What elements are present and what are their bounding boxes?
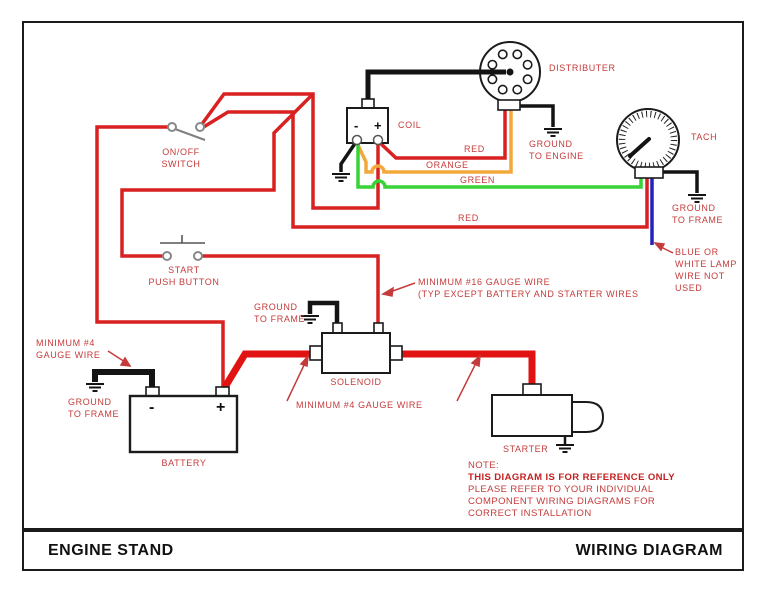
tach-tick-marks <box>618 110 678 170</box>
arrow-icon <box>299 353 309 368</box>
label-wire-green: GREEN <box>460 175 496 185</box>
label-battery: BATTERY <box>161 458 207 468</box>
arrow-icon <box>381 286 394 297</box>
orange-wire-coil-to-distributor <box>355 108 513 174</box>
solenoid-terminal-right <box>373 322 384 334</box>
label-wire-orange: ORANGE <box>426 160 469 170</box>
label-starter: STARTER <box>503 444 549 454</box>
label-distributor: DISTRIBUTER <box>549 63 616 73</box>
black-wire-ground-to-engine <box>519 104 555 127</box>
distributor-plug-holes <box>487 49 533 95</box>
coil-minus-sign: - <box>354 118 359 133</box>
ground-icon <box>331 173 351 182</box>
starter-nose <box>571 401 605 433</box>
label-solenoid: SOLENOID <box>330 377 382 387</box>
black-wire-coil-ground <box>339 141 358 172</box>
note-line-bold: THIS DIAGRAM IS FOR REFERENCE ONLY <box>468 472 675 483</box>
switch-blade <box>174 128 206 141</box>
diagram-border <box>22 21 744 530</box>
arrow-icon <box>470 354 481 368</box>
red-wire-switch-to-battery <box>95 125 225 388</box>
distributor-terminal <box>497 99 521 111</box>
red-wire-switch-to-tach <box>201 110 649 229</box>
black-wire-distributor-to-coil <box>365 69 510 101</box>
note-title: NOTE: <box>468 460 500 471</box>
label-gauge4-bottom: MINIMUM #4 GAUGE WIRE <box>296 400 423 410</box>
label-wire-red-main: RED <box>458 213 479 223</box>
solenoid-lug-left <box>309 345 323 361</box>
red-wire-push-button-to-solenoid <box>202 254 380 328</box>
note-line: PLEASE REFER TO YOUR INDIVIDUAL <box>468 484 654 495</box>
push-button-terminal-right <box>193 251 203 261</box>
battery-plus-sign: + <box>216 399 226 416</box>
note-line: COMPONENT WIRING DIAGRAMS FOR <box>468 496 656 507</box>
green-wire-coil-to-tach <box>356 144 643 189</box>
starter-body <box>491 394 573 437</box>
title-left: ENGINE STAND <box>48 542 174 559</box>
label-wire-red-distributor: RED <box>464 144 485 154</box>
battery-minus-sign: - <box>149 399 155 416</box>
callout-leaders <box>107 242 674 402</box>
battery-body <box>128 394 239 454</box>
ground-icon <box>687 194 707 203</box>
coil-plus-sign: + <box>374 118 382 133</box>
arrow-icon <box>653 242 666 252</box>
ground-icon <box>543 128 563 137</box>
title-right: WIRING DIAGRAM <box>575 542 723 559</box>
distributor-hub <box>506 68 514 76</box>
black-wire-solenoid-ground <box>307 300 340 327</box>
red-wire-switch-to-push-button <box>120 92 315 258</box>
red-wire-coil-to-distributor <box>376 108 507 160</box>
label-tach: TACH <box>691 132 718 142</box>
ground-icon <box>85 383 105 392</box>
label-coil: COIL <box>398 120 422 130</box>
red-wire-switch-to-coil <box>200 92 380 210</box>
solenoid-body <box>321 332 391 374</box>
coil-negative-terminal <box>351 134 363 146</box>
starter-terminal <box>522 383 542 396</box>
solenoid-lug-right <box>389 345 403 361</box>
title-bar <box>22 530 744 571</box>
black-wire-tach-ground <box>661 170 699 193</box>
note-line: CORRECT INSTALLATION <box>468 508 592 519</box>
tach-needle <box>628 137 651 158</box>
tach-base <box>634 166 664 179</box>
switch-terminal-left <box>167 122 177 132</box>
push-button-terminal-left <box>162 251 172 261</box>
label-gauge16: MINIMUM #16 GAUGE WIRE(TYP EXCEPT BATTER… <box>418 277 639 299</box>
arrow-icon <box>119 356 132 367</box>
ground-icon <box>555 444 575 453</box>
solenoid-terminal-left <box>332 322 343 334</box>
black-cable-battery-ground <box>92 369 155 389</box>
switch-terminal-right <box>195 122 205 132</box>
coil-positive-terminal <box>372 134 384 146</box>
